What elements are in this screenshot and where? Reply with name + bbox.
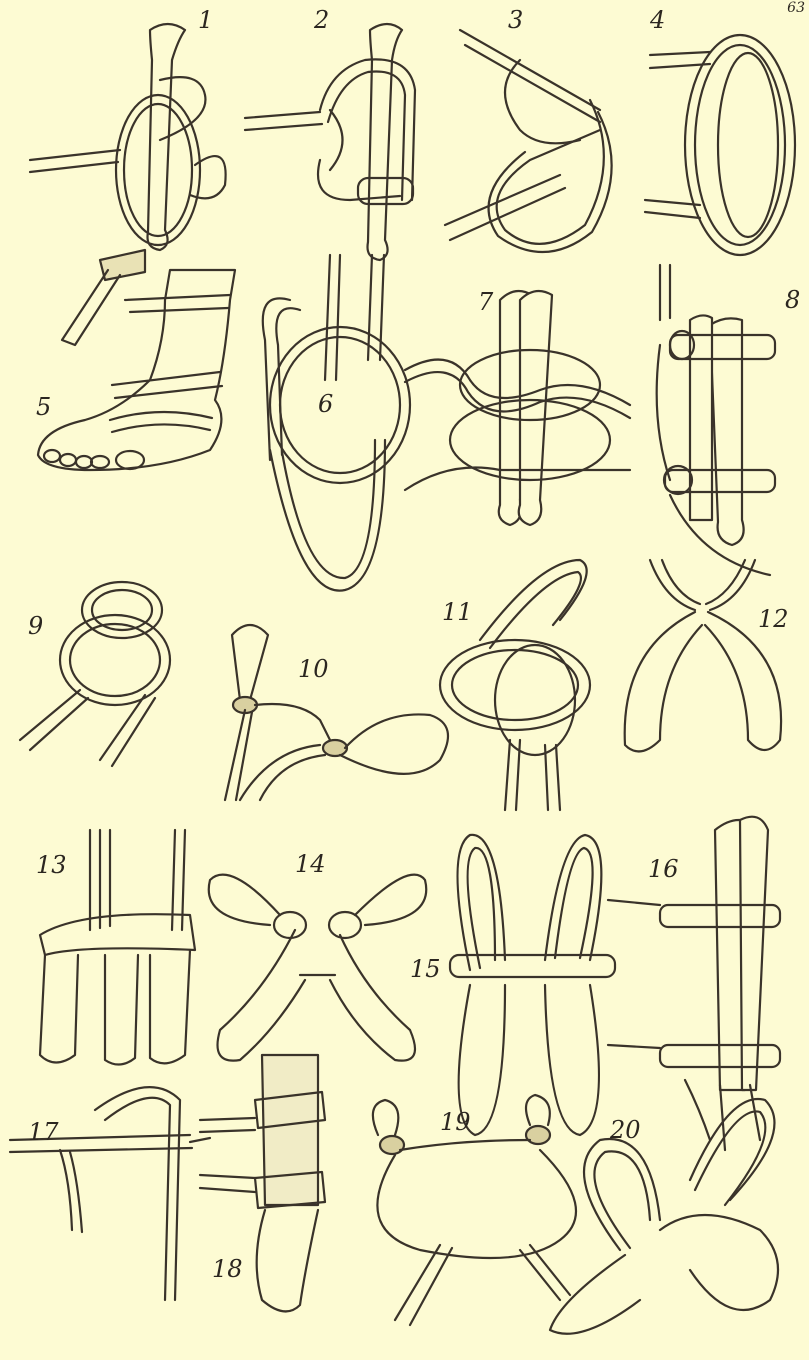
figure-15-knot-drawing	[450, 835, 615, 1135]
figure-2-knot-drawing	[245, 24, 415, 260]
figure-10-knot-drawing	[225, 625, 448, 800]
figure-label-4: 4	[650, 8, 665, 32]
figure-label-10: 10	[298, 657, 329, 681]
figure-1-knot-drawing	[30, 24, 226, 250]
figure-label-1: 1	[198, 8, 213, 32]
figure-label-2: 2	[314, 8, 329, 32]
figure-label-5: 5	[36, 395, 51, 419]
figure-label-12: 12	[758, 607, 789, 631]
figure-9-knot-drawing	[20, 582, 170, 766]
figure-20-knot-drawing	[550, 1099, 778, 1334]
figure-label-19: 19	[440, 1110, 471, 1134]
figure-label-18: 18	[212, 1257, 243, 1281]
figure-7-knot-drawing	[405, 291, 630, 525]
figure-label-7: 7	[478, 290, 493, 314]
figure-12-knot-drawing	[625, 560, 781, 751]
figure-6-knot-drawing	[263, 255, 410, 591]
figure-label-14: 14	[295, 852, 326, 876]
figure-label-8: 8	[785, 288, 800, 312]
figure-4-knot-drawing	[645, 35, 795, 255]
figure-label-6: 6	[318, 392, 333, 416]
figure-14-knot-drawing	[209, 875, 427, 1061]
figure-label-11: 11	[442, 600, 473, 624]
figure-label-13: 13	[36, 853, 67, 877]
figure-3-knot-drawing	[445, 30, 612, 252]
figure-19-knot-drawing	[373, 1095, 576, 1325]
figure-5-foot-bandage-drawing	[38, 250, 235, 470]
figure-label-16: 16	[648, 857, 679, 881]
plate-corner-mark: 63	[787, 0, 805, 16]
figure-label-17: 17	[28, 1120, 59, 1144]
figure-label-3: 3	[508, 8, 523, 32]
figure-label-20: 20	[610, 1118, 641, 1142]
figure-label-15: 15	[410, 957, 441, 981]
figure-label-9: 9	[28, 614, 43, 638]
figure-8-knot-drawing	[657, 265, 775, 575]
